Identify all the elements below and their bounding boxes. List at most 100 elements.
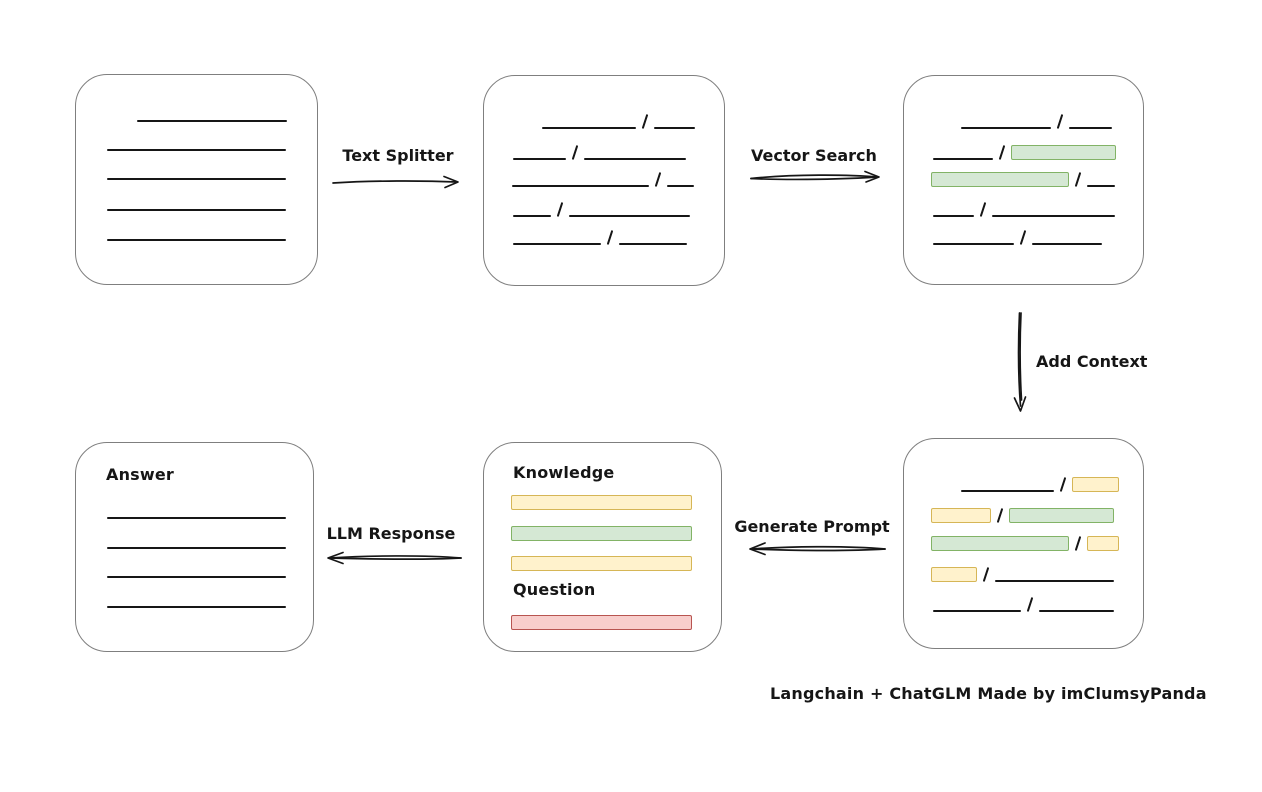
chunk-row <box>542 112 695 129</box>
text-line <box>107 547 286 549</box>
text-line <box>107 178 286 180</box>
highlight-red-bar <box>511 615 692 630</box>
chunks-node <box>483 75 725 286</box>
llm-response-label: LLM Response <box>326 524 456 543</box>
arrow-head <box>749 542 766 556</box>
arrow-line <box>751 545 886 550</box>
slash-separator <box>1074 172 1082 187</box>
slash-separator <box>606 230 614 245</box>
prompt-node: Knowledge Question <box>483 442 722 652</box>
slash-separator <box>641 114 649 129</box>
text-line <box>137 120 287 122</box>
vector-search-arrow <box>750 170 880 183</box>
text-line <box>992 215 1115 217</box>
arrow-head <box>864 170 880 183</box>
text-line <box>1032 243 1102 245</box>
arrow-line <box>1017 312 1022 407</box>
text-splitter-arrow <box>332 175 459 189</box>
highlight-green-bar <box>1009 508 1114 523</box>
text-line <box>995 580 1114 582</box>
arrow-head <box>327 551 344 565</box>
context-chunks-node <box>903 438 1144 649</box>
text-line <box>107 606 286 608</box>
text-line <box>513 215 551 217</box>
text-line <box>107 209 286 211</box>
llm-response-arrow <box>327 551 462 565</box>
text-line <box>1087 185 1115 187</box>
arrow-line <box>332 180 458 184</box>
highlight-yellow-bar <box>931 567 977 582</box>
text-line <box>107 517 286 519</box>
arrow-head <box>443 175 459 189</box>
arrow-line <box>329 557 462 561</box>
arrow-line <box>329 555 462 559</box>
slash-separator <box>556 202 564 217</box>
slash-separator <box>1059 477 1067 492</box>
highlight-yellow-bar <box>1072 477 1119 492</box>
slash-separator <box>1019 230 1027 245</box>
chunk-row <box>931 565 1114 582</box>
answer-node: Answer <box>75 442 314 652</box>
chunk-row <box>933 143 1116 160</box>
chunk-row <box>512 170 694 187</box>
arrow-line <box>751 548 886 552</box>
chunk-row <box>513 143 686 160</box>
vector-search-label: Vector Search <box>751 146 877 165</box>
text-line <box>107 239 286 241</box>
answer-label: Answer <box>106 465 175 484</box>
text-line <box>569 215 690 217</box>
document-node <box>75 74 318 285</box>
slash-separator <box>979 202 987 217</box>
add-context-label: Add Context <box>1036 352 1148 371</box>
text-line <box>513 158 566 160</box>
text-line <box>619 243 687 245</box>
text-line <box>933 158 993 160</box>
highlight-green-bar <box>511 526 692 541</box>
arrow-head <box>1013 396 1027 412</box>
text-line <box>933 243 1014 245</box>
slash-separator <box>1026 597 1034 612</box>
highlight-green-bar <box>931 536 1069 551</box>
text-line <box>542 127 636 129</box>
knowledge-label: Knowledge <box>513 463 615 482</box>
slash-separator <box>1074 536 1082 551</box>
text-line <box>933 215 974 217</box>
chunk-row <box>933 200 1115 217</box>
text-splitter-label: Text Splitter <box>342 146 454 165</box>
slash-separator <box>571 145 579 160</box>
slash-separator <box>654 172 662 187</box>
text-line <box>933 610 1021 612</box>
chunk-row <box>933 595 1114 612</box>
highlight-yellow-bar <box>931 508 991 523</box>
highlight-yellow-bar <box>511 556 692 571</box>
question-label: Question <box>513 580 596 599</box>
text-line <box>512 185 649 187</box>
chunk-row <box>931 170 1115 187</box>
highlight-green-bar <box>1011 145 1116 160</box>
highlight-yellow-bar <box>1087 536 1119 551</box>
generate-prompt-arrow <box>749 542 886 556</box>
text-line <box>513 243 601 245</box>
text-line <box>1039 610 1114 612</box>
text-line <box>961 127 1051 129</box>
chunk-row <box>961 475 1119 492</box>
chunk-row <box>931 534 1119 551</box>
chunk-row <box>513 200 690 217</box>
slash-separator <box>996 508 1004 523</box>
chunk-row <box>933 228 1102 245</box>
highlight-green-bar <box>931 172 1069 187</box>
chunk-row <box>513 228 687 245</box>
diagram-caption: Langchain + ChatGLM Made by imClumsyPand… <box>770 684 1207 703</box>
slash-separator <box>982 567 990 582</box>
text-line <box>1069 127 1112 129</box>
arrow-line <box>750 174 879 180</box>
matched-chunks-node <box>903 75 1144 285</box>
chunk-row <box>931 506 1114 523</box>
add-context-arrow <box>1013 312 1027 412</box>
highlight-yellow-bar <box>511 495 692 510</box>
slash-separator <box>1056 114 1064 129</box>
chunk-row <box>961 112 1112 129</box>
text-line <box>107 149 286 151</box>
text-line <box>107 576 286 578</box>
